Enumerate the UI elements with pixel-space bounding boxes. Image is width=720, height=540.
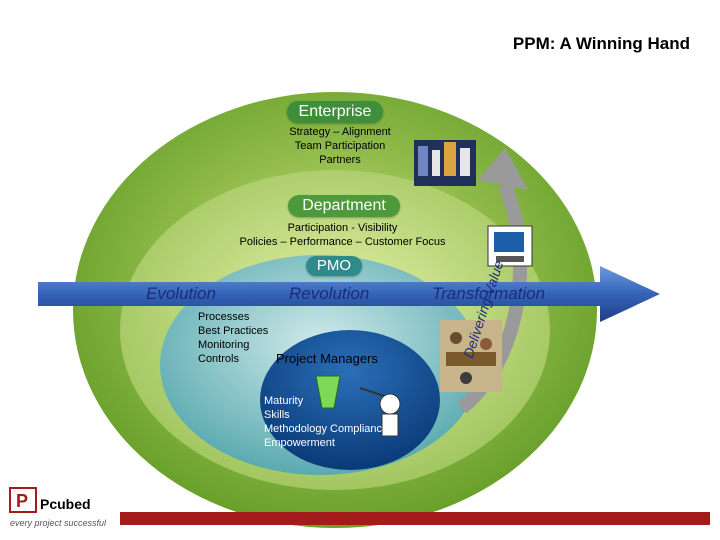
footer-bar [120,512,710,525]
pm-line-1: Maturity [264,395,304,407]
logo-name: Pcubed [40,496,91,512]
pcubed-logo-mark: P [9,487,37,513]
pmo-label: PMO [306,256,362,276]
curve-arrowhead [478,148,528,190]
slide-title: PPM: A Winning Hand [512,34,690,53]
pm-line-2: Skills [264,409,290,421]
enterprise-label: Enterprise [287,101,383,123]
pm-line-3: Methodology Compliance [264,423,389,435]
enterprise-line-1: Strategy – Alignment [289,126,391,138]
arrow-revolution: Revolution [289,284,370,303]
project-manager-figure [315,375,401,437]
pmo-line-2: Best Practices [198,325,269,337]
pmo-line-3: Monitoring [198,339,250,351]
enterprise-line-2: Team Participation [294,140,386,152]
pmo-line-1: Processes [198,311,250,323]
pmo-details: Processes Best Practices Monitoring Cont… [198,310,268,366]
horizontal-arrow [38,266,660,322]
department-line-2: Policies – Performance – Customer Focus [239,236,446,248]
enterprise-team-image [414,140,476,186]
pm-line-4: Empowerment [264,437,335,449]
pmo-meeting-image [440,320,502,392]
department-details: Participation - Visibility Policies – Pe… [210,221,475,249]
enterprise-details: Strategy – Alignment Team Participation … [260,125,420,167]
arrow-evolution: Evolution [146,284,216,303]
pmo-line-4: Controls [198,353,239,365]
logo-tagline: every project successful [10,518,107,528]
arrow-transformation: Transformation [432,284,546,303]
svg-text:P: P [16,491,28,511]
department-label: Department [288,195,400,217]
enterprise-line-3: Partners [319,154,361,166]
department-computer-image [487,225,533,267]
department-line-1: Participation - Visibility [287,222,398,234]
project-managers-details: Maturity Skills Methodology Compliance E… [264,394,388,450]
project-managers-label: Project Managers [276,351,378,366]
